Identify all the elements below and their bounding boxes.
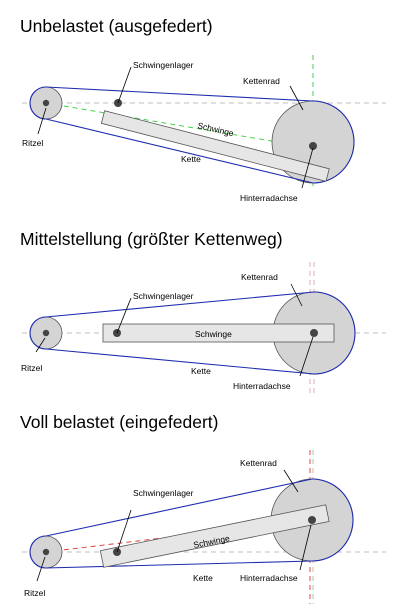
- leader-line: [289, 85, 304, 111]
- label-schwingenlager: Schwingenlager: [133, 488, 194, 498]
- label-ritzel: Ritzel: [24, 588, 45, 598]
- panel-title: Mittelstellung (größter Kettenweg): [20, 229, 283, 249]
- label-schwingenlager: Schwingenlager: [133, 291, 194, 301]
- chain-lower-run: [45, 560, 313, 569]
- leader-line: [283, 469, 299, 493]
- panel-title: Voll belastet (eingefedert): [20, 412, 218, 432]
- leader-line: [116, 297, 132, 334]
- chain-pinion-wrap: [29, 86, 47, 120]
- chain-sprocket-wrap: [312, 100, 355, 184]
- label-kettenrad: Kettenrad: [241, 272, 278, 282]
- leader-line: [36, 556, 46, 582]
- leader-line: [35, 337, 46, 353]
- label-hinterradachse: Hinterradachse: [240, 573, 298, 583]
- leader-line: [290, 283, 303, 307]
- swingarm: [100, 110, 330, 182]
- chain-upper-run: [45, 478, 313, 537]
- chain-pinion-wrap: [29, 316, 47, 350]
- chain-sprocket-wrap: [313, 291, 356, 375]
- leader-line: [299, 336, 314, 377]
- label-schwingenlager: Schwingenlager: [133, 60, 194, 70]
- label-kette: Kette: [193, 573, 213, 583]
- label-schwinge: Schwinge: [195, 329, 232, 339]
- panel-middle: Mittelstellung (größter Kettenweg) Schwi…: [20, 229, 386, 395]
- rear-axle-dot: [309, 142, 317, 150]
- panel-loaded: Voll belastet (eingefedert) Schwingenlag…: [20, 412, 386, 604]
- swingarm: [99, 504, 330, 568]
- label-hinterradachse: Hinterradachse: [240, 193, 298, 203]
- rear-axle-dot: [308, 516, 316, 524]
- leader-line: [301, 147, 314, 189]
- label-hinterradachse: Hinterradachse: [233, 381, 291, 391]
- chain-lower-run: [45, 118, 314, 184]
- swingarm: [102, 323, 335, 343]
- chain-pinion-wrap: [29, 535, 47, 569]
- leader-line: [116, 509, 132, 553]
- pinion-axle-dot: [42, 329, 50, 337]
- pinion-axle-dot: [42, 99, 50, 107]
- label-kettenrad: Kettenrad: [243, 76, 280, 86]
- chain-sprocket-wrap: [311, 478, 354, 562]
- label-kette: Kette: [191, 366, 211, 376]
- panel-unloaded: Unbelastet (ausgefedert) Schwingenlager …: [20, 16, 386, 203]
- axle-line: [45, 102, 314, 149]
- leader-line: [299, 524, 312, 571]
- label-kette: Kette: [181, 154, 201, 164]
- pinion-axle-dot: [42, 548, 50, 556]
- label-kettenrad: Kettenrad: [240, 458, 277, 468]
- leader-line: [37, 107, 47, 135]
- leader-line: [117, 66, 132, 104]
- label-ritzel: Ritzel: [21, 363, 42, 373]
- chain-lower-run: [45, 348, 315, 375]
- panel-title: Unbelastet (ausgefedert): [20, 16, 213, 36]
- rear-axle-dot: [310, 329, 318, 337]
- chain-upper-run: [45, 291, 315, 318]
- label-ritzel: Ritzel: [22, 138, 43, 148]
- chain-upper-run: [45, 86, 314, 102]
